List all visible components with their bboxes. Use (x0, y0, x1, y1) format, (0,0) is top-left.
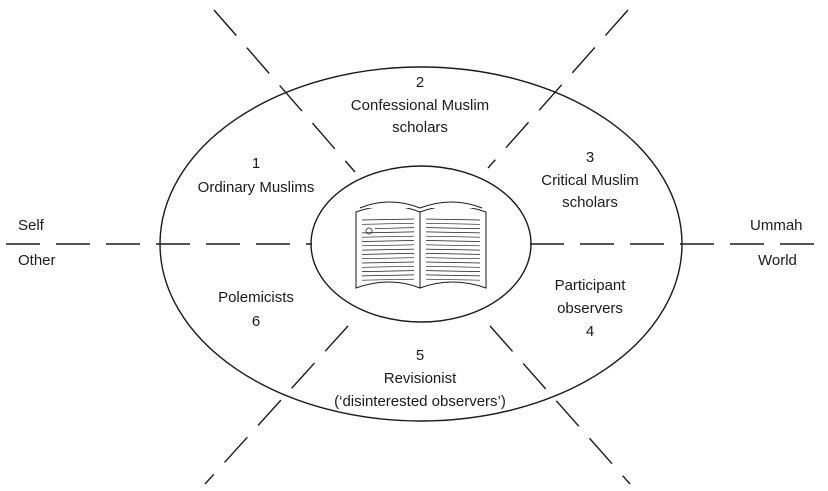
segment-4-line-2: observers (557, 300, 623, 317)
segment-3: 3 Critical Muslim scholars (541, 149, 639, 211)
segment-6-number: 6 (252, 313, 260, 330)
open-book-icon (355, 201, 487, 289)
segment-1: 1 Ordinary Muslims (198, 155, 315, 196)
segment-6: Polemicists 6 (218, 289, 294, 330)
inner-ellipse (310, 165, 532, 323)
world-label: World (758, 252, 797, 269)
segment-4-line-1: Participant (555, 277, 627, 294)
other-label: Other (18, 252, 56, 269)
diagonal-bottom-left-line (204, 325, 349, 485)
segment-5: 5 Revisionist (‘disinterested observers’… (334, 347, 506, 410)
ummah-label: Ummah (750, 217, 803, 234)
segment-5-line-1: Revisionist (384, 370, 457, 387)
segment-3-number: 3 (586, 149, 594, 166)
segment-1-number: 1 (252, 155, 260, 172)
outer-ellipse (159, 66, 683, 422)
segment-5-line-2: (‘disinterested observers’) (334, 393, 506, 410)
self-label: Self (18, 217, 45, 234)
diagonal-top-right-line (487, 9, 629, 169)
segment-1-line-1: Ordinary Muslims (198, 179, 315, 196)
segment-5-number: 5 (416, 347, 424, 364)
segment-2-number: 2 (416, 74, 424, 91)
diagonal-top-left-line (213, 9, 356, 173)
segment-2: 2 Confessional Muslim scholars (351, 74, 489, 136)
segment-4-number: 4 (586, 323, 594, 340)
segment-4: Participant observers 4 (555, 277, 627, 340)
segment-2-line-2: scholars (392, 119, 448, 136)
segment-2-line-1: Confessional Muslim (351, 97, 489, 114)
segment-3-line-1: Critical Muslim (541, 172, 639, 189)
diagonal-bottom-right-line (489, 325, 631, 485)
segment-6-line-1: Polemicists (218, 289, 294, 306)
segment-3-line-2: scholars (562, 194, 618, 211)
